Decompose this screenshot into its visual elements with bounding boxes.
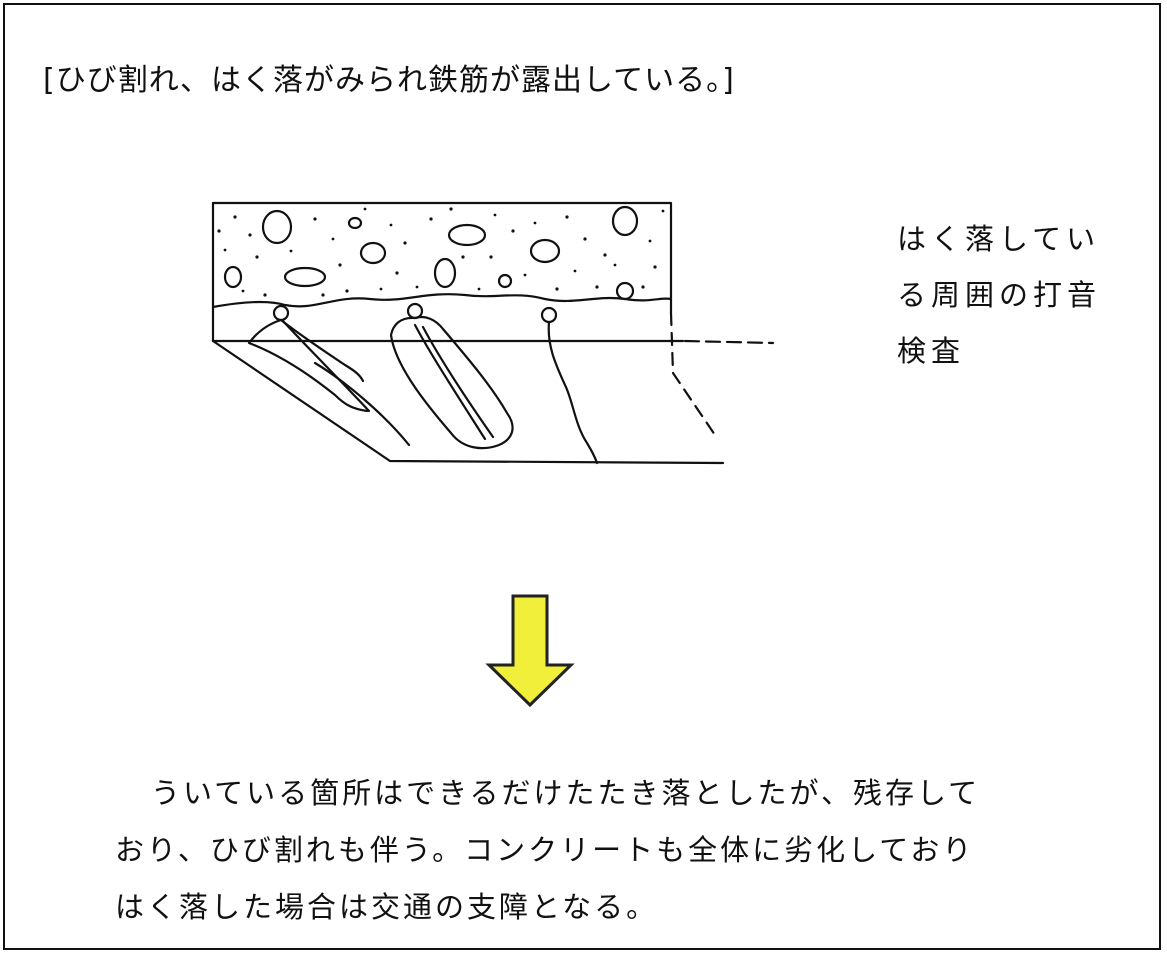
rebar-2 (406, 302, 424, 320)
side-note-line: 検査 (897, 334, 966, 368)
body-line: はく落した場合は交通の支障となる。 (115, 890, 659, 924)
down-arrow-icon (485, 594, 575, 708)
page-frame: [ひび割れ、はく落がみられ鉄筋が露出している。] (3, 3, 1161, 950)
side-note: はく落してい る周囲の打音 検査 (897, 211, 1125, 379)
crack-1 (247, 318, 369, 413)
crack-3 (547, 320, 599, 465)
rebar-3 (540, 306, 558, 324)
rebar-1 (272, 304, 290, 322)
body-line: ういている箇所はできるだけたたき落としたが、残存して (151, 776, 981, 810)
body-text: ういている箇所はできるだけたたき落としたが、残存して おり、ひび割れも伴う。コン… (115, 765, 980, 936)
side-note-line: はく落してい (897, 222, 1101, 256)
concrete-damage-diagram (211, 201, 775, 465)
slab-side (211, 339, 725, 465)
aggregate-stone (261, 209, 293, 245)
body-line: おり、ひび割れも伴う。コンクリートも全体に劣化しており (115, 833, 975, 867)
exposed-rebar-spall (389, 315, 514, 450)
header-caption: [ひび割れ、はく落がみられ鉄筋が露出している。] (43, 63, 735, 98)
side-note-line: る周囲の打音 (897, 278, 1102, 312)
concrete-block-outline (211, 201, 673, 315)
